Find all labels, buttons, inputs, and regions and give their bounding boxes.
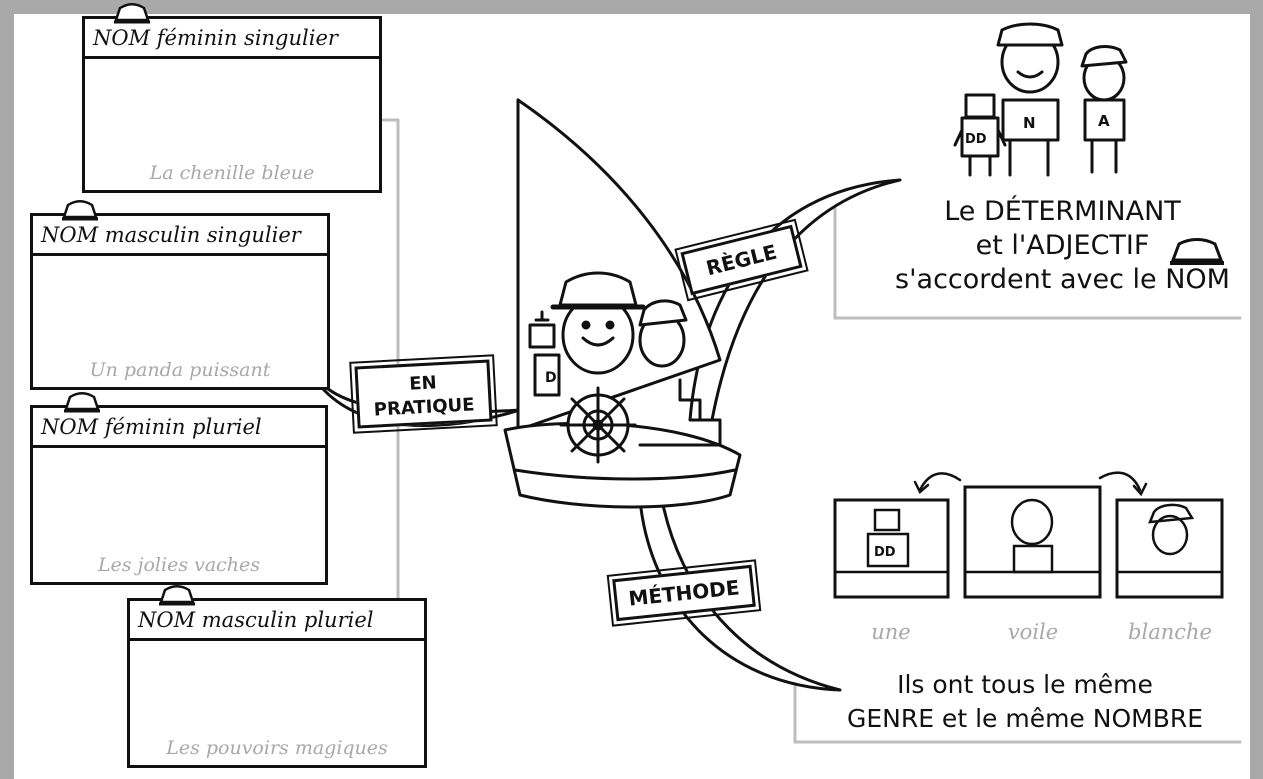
card-example: Les pouvoirs magiques [166,737,388,759]
method-frames [833,485,1224,599]
method-line-2: GENRE et le même NOMBRE [846,704,1204,733]
captain-hat-icon [64,392,100,413]
card-title: NOM masculin singulier [33,216,327,256]
captain-hat-icon [114,3,150,24]
rule-line-3: s'accordent avec le NOM [895,264,1230,295]
rule-noun-letter: N [1023,114,1036,132]
card-feminine-plural: NOM féminin pluriel Les jolies vaches [30,405,328,585]
tag-methode-label: MÉTHODE [627,575,741,611]
method-word-adjective: blanche [1128,620,1212,644]
rule-adjective-letter: A [1098,112,1110,130]
rule-line-1: Le DÉTERMINANT [944,196,1181,227]
rule-characters [953,22,1128,177]
card-masculine-singular: NOM masculin singulier Un panda puissant [30,213,330,390]
card-masculine-plural: NOM masculin pluriel Les pouvoirs magiqu… [127,598,427,768]
tag-regle-label: RÈGLE [703,239,780,281]
method-statement: Ils ont tous le même GENRE et le même NO… [815,668,1235,736]
card-title: NOM féminin singulier [85,19,379,59]
method-line-1: Ils ont tous le même [897,670,1153,699]
boat-robot-letter: D [545,370,557,386]
captain-hat-icon [159,585,195,606]
card-example: Un panda puissant [89,359,271,381]
rule-robot-letters: DD [965,132,987,147]
rule-statement: Le DÉTERMINANT et l'ADJECTIF s'accordent… [890,195,1235,297]
captain-hat-icon [1170,238,1224,265]
card-example: La chenille bleue [149,162,315,184]
card-title: NOM féminin pluriel [33,408,325,448]
card-example: Les jolies vaches [97,554,261,576]
method-word-noun: voile [1007,620,1059,644]
method-word-determiner: une [871,620,911,644]
tag-en-pratique: EN PRATIQUE [349,353,498,435]
method-arrows [913,471,1148,497]
card-feminine-singular: NOM féminin singulier La chenille bleue [82,16,382,193]
rule-line-2: et l'ADJECTIF [975,230,1150,261]
card-title: NOM masculin pluriel [130,601,424,641]
method-figures [866,498,1195,574]
method-robot-letters: DD [874,545,896,560]
captain-hat-icon [62,200,98,221]
